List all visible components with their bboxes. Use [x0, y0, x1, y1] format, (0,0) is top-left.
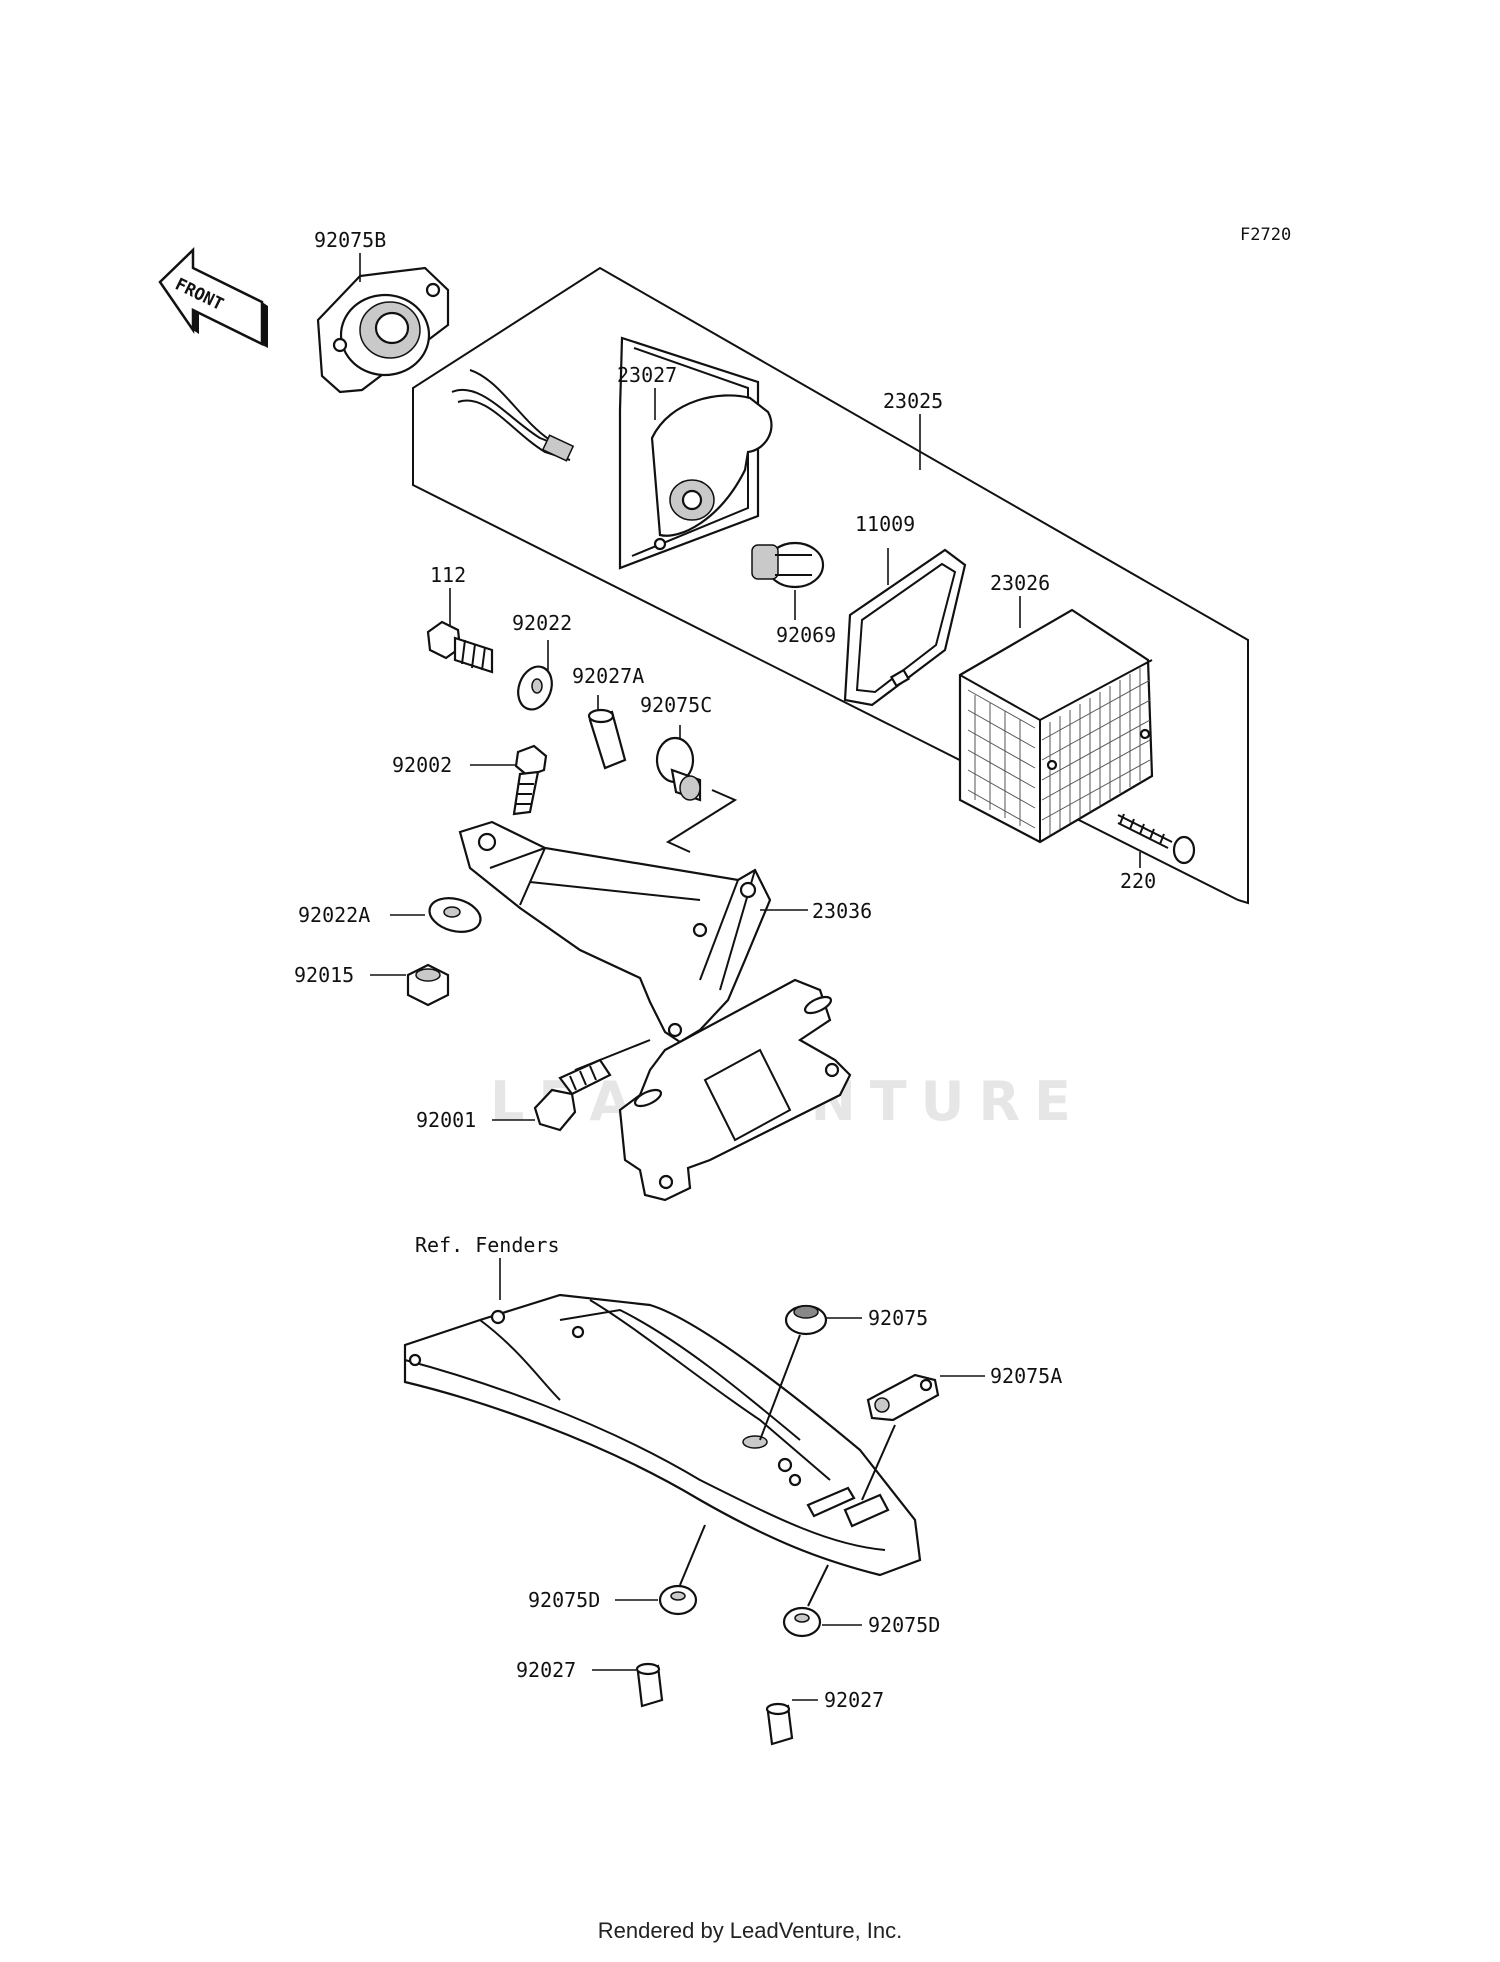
part-92027-left [635, 1662, 664, 1708]
part-23027 [451, 336, 773, 570]
label-11009: 11009 [855, 512, 915, 536]
leader-collar-bracket [665, 789, 738, 853]
label-92022: 92022 [512, 611, 572, 635]
part-92075D-left [658, 1584, 698, 1616]
label-92015: 92015 [294, 963, 354, 987]
label-112: 112 [430, 563, 466, 587]
label-92027-right: 92027 [824, 1688, 884, 1712]
part-92015 [406, 963, 450, 1007]
label-92075: 92075 [868, 1306, 928, 1330]
lens-grid [967, 668, 1151, 835]
part-92027-right [765, 1702, 794, 1746]
label-92075A: 92075A [990, 1364, 1062, 1388]
part-92022A [428, 897, 482, 933]
label-92075C: 92075C [640, 693, 712, 717]
label-92069: 92069 [776, 623, 836, 647]
part-11009 [843, 548, 967, 707]
label-92027A: 92027A [572, 664, 644, 688]
part-23036 [458, 820, 852, 1202]
footer-credit: Rendered by LeadVenture, Inc. [597, 1918, 903, 1943]
label-220: 220 [1120, 869, 1156, 893]
label-92001: 92001 [416, 1108, 476, 1132]
part-92001 [533, 1058, 612, 1132]
part-92075D-right [782, 1606, 822, 1638]
part-92075C [655, 736, 702, 802]
label-92075D-right: 92075D [868, 1613, 940, 1637]
leader-92075A-fender [861, 1424, 896, 1501]
label-92022A: 92022A [298, 903, 370, 927]
label-23027: 23027 [617, 363, 677, 387]
part-220 [1117, 813, 1196, 865]
front-arrow-icon: FRONT [158, 247, 268, 348]
leader-92075D-left [679, 1524, 706, 1586]
label-92075D-left: 92075D [528, 1588, 600, 1612]
part-92002 [512, 744, 548, 816]
ref-fenders-note: Ref. Fenders [415, 1233, 560, 1257]
label-92075B: 92075B [314, 228, 386, 252]
label-92002: 92002 [392, 753, 452, 777]
label-23036: 23036 [812, 899, 872, 923]
label-23025: 23025 [883, 389, 943, 413]
leader-92001-bracket [574, 1039, 651, 1071]
leader-92075-fender [759, 1334, 801, 1441]
label-23026: 23026 [990, 571, 1050, 595]
part-92022 [517, 665, 553, 711]
label-leaders [359, 253, 1141, 1701]
rear-fender [403, 1293, 922, 1577]
figure-code: F2720 [1240, 225, 1291, 245]
part-92069 [751, 541, 825, 589]
part-92027A [587, 708, 627, 770]
leader-92075D-right [807, 1564, 829, 1607]
part-92075A [866, 1373, 940, 1422]
label-92027-left: 92027 [516, 1658, 576, 1682]
part-112 [426, 620, 494, 674]
part-23026 [958, 608, 1154, 844]
assembly-box-23025 [412, 266, 1249, 905]
part-92075 [784, 1304, 828, 1336]
part-92075B [316, 266, 450, 394]
